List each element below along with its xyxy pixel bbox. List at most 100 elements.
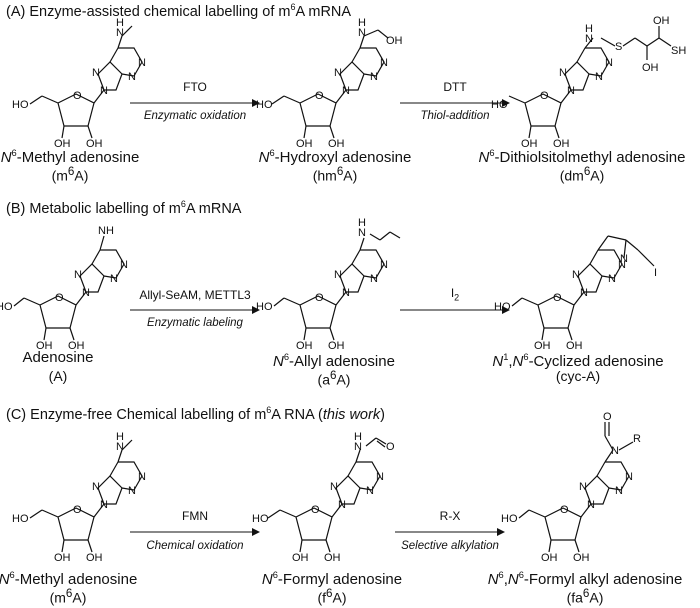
svg-text:HO: HO xyxy=(491,99,508,111)
svg-text:N: N xyxy=(342,85,350,97)
svg-text:O: O xyxy=(73,504,82,516)
svg-text:HO: HO xyxy=(12,513,29,525)
atom-labels-c2: HO OH OH O N N N N N H O xyxy=(252,431,395,564)
svg-text:OH: OH xyxy=(653,15,670,27)
svg-text:N: N xyxy=(354,441,362,453)
svg-text:N: N xyxy=(585,33,593,45)
svg-text:H: H xyxy=(116,17,124,29)
svg-text:OH: OH xyxy=(534,340,551,352)
svg-text:N: N xyxy=(110,273,118,285)
svg-text:OH: OH xyxy=(328,138,345,150)
section-c-title: (C) Enzyme-free Chemical labelling of m6… xyxy=(6,405,385,423)
svg-text:N: N xyxy=(342,287,350,299)
compound-a2-abbr: (hm6A) xyxy=(312,165,358,184)
svg-text:OH: OH xyxy=(573,552,590,564)
svg-text:N: N xyxy=(100,85,108,97)
svg-text:HO: HO xyxy=(12,99,29,111)
svg-text:N: N xyxy=(611,445,619,457)
condition-thiol-addition: Thiol-addition xyxy=(420,110,490,122)
molecule-m6a-c: HO OH OH O N N N N N H xyxy=(12,431,146,564)
compound-b3-name: N1,N6-Cyclized adenosine xyxy=(492,352,664,370)
svg-text:O: O xyxy=(540,90,549,102)
arrow-a2 xyxy=(400,99,510,107)
svg-text:OH: OH xyxy=(54,552,71,564)
section-a-title-sup: 6 xyxy=(290,2,296,12)
svg-text:N: N xyxy=(370,71,378,83)
reagent-allyl-seam: Allyl-SeAM, METTL3 xyxy=(139,288,251,302)
svg-text:N: N xyxy=(580,287,588,299)
svg-text:H: H xyxy=(358,217,366,229)
svg-text:N: N xyxy=(625,471,633,483)
svg-text:OH: OH xyxy=(553,138,570,150)
compound-b1-abbr: (A) xyxy=(48,368,68,384)
atom-labels-a1: HO OH OH O N N N N N H xyxy=(12,17,146,150)
molecule-hm6a: HO OH OH O N N N N N H OH xyxy=(256,17,403,150)
compound-c3-abbr: (fa6A) xyxy=(566,587,604,606)
svg-text:HO: HO xyxy=(252,513,269,525)
section-b-title-suffix: A mRNA xyxy=(185,200,242,217)
section-c-title-suffix: ) xyxy=(380,406,385,423)
svg-text:N: N xyxy=(116,441,124,453)
arrow-c2 xyxy=(395,528,505,536)
condition-enzymatic-labeling: Enzymatic labeling xyxy=(147,317,243,329)
svg-text:N: N xyxy=(92,67,100,79)
svg-text:N: N xyxy=(138,57,146,69)
svg-text:OH: OH xyxy=(324,552,341,564)
compound-b2-abbr: (a6A) xyxy=(317,369,351,388)
svg-text:H: H xyxy=(106,225,114,237)
arrow-a1 xyxy=(130,99,260,107)
svg-text:S: S xyxy=(615,41,622,53)
svg-text:HO: HO xyxy=(256,301,273,313)
atom-labels-c1: HO OH OH O N N N N N H xyxy=(12,431,146,564)
svg-text:OH: OH xyxy=(566,340,583,352)
molecule-a6a: HO OH OH O N N N N N H xyxy=(256,217,401,352)
svg-text:H: H xyxy=(585,23,593,35)
compound-a2-name: N6-Hydroxyl adenosine xyxy=(258,148,412,166)
svg-text:N: N xyxy=(376,471,384,483)
svg-text:N: N xyxy=(608,273,616,285)
section-a-title-suffix: A mRNA xyxy=(295,3,352,20)
svg-text:O: O xyxy=(55,292,64,304)
arrow-b2 xyxy=(400,306,510,314)
svg-text:N: N xyxy=(380,259,388,271)
reagent-dtt: DTT xyxy=(443,80,467,94)
svg-text:N: N xyxy=(338,499,346,511)
atom-labels-b1: HO OH OH O N N N N N H xyxy=(0,225,128,352)
reagent-fmn: FMN xyxy=(182,509,208,523)
atom-labels-a2: HO OH OH O N N N N N H OH xyxy=(256,17,403,150)
svg-text:N: N xyxy=(128,485,136,497)
condition-enzymatic-oxidation: Enzymatic oxidation xyxy=(143,110,247,122)
compound-b1-name: Adenosine xyxy=(22,349,94,366)
svg-text:OH: OH xyxy=(328,340,345,352)
svg-text:N: N xyxy=(82,287,90,299)
compound-a1-abbr: (m6A) xyxy=(51,165,89,184)
svg-text:SH: SH xyxy=(671,45,686,57)
condition-selective-alkylation: Selective alkylation xyxy=(401,540,499,552)
molecule-dm6a: HO OH OH O N N N N N H S OH OH SH xyxy=(491,15,686,150)
svg-text:H: H xyxy=(354,431,362,443)
arrow-b1 xyxy=(130,306,260,314)
svg-text:N: N xyxy=(618,259,626,271)
svg-text:O: O xyxy=(386,441,395,453)
molecule-f6a: HO OH OH O N N N N N H O xyxy=(252,431,395,564)
svg-text:N: N xyxy=(567,85,575,97)
svg-text:HO: HO xyxy=(0,301,13,313)
svg-text:N: N xyxy=(92,481,100,493)
compound-c3-name: N6,N6-Formyl alkyl adenosine xyxy=(487,570,683,588)
compound-a3-abbr: (dm6A) xyxy=(559,165,605,184)
section-c-title-mid: A RNA ( xyxy=(271,406,323,423)
svg-text:HO: HO xyxy=(256,99,273,111)
svg-text:N: N xyxy=(370,273,378,285)
compound-c2-name: N6-Formyl adenosine xyxy=(261,570,403,588)
svg-text:O: O xyxy=(315,292,324,304)
compound-b2-name: N6-Allyl adenosine xyxy=(273,352,395,370)
section-c-title-sup: 6 xyxy=(266,405,272,415)
molecule-m6a-a: HO OH OH O N N N N N H xyxy=(12,17,146,150)
compound-c1-name: N6-Methyl adenosine xyxy=(0,570,138,588)
reagent-r-x: R-X xyxy=(439,509,461,523)
arrow-c1 xyxy=(130,528,260,536)
svg-text:H: H xyxy=(116,431,124,443)
svg-text:N: N xyxy=(380,57,388,69)
svg-text:N: N xyxy=(605,57,613,69)
